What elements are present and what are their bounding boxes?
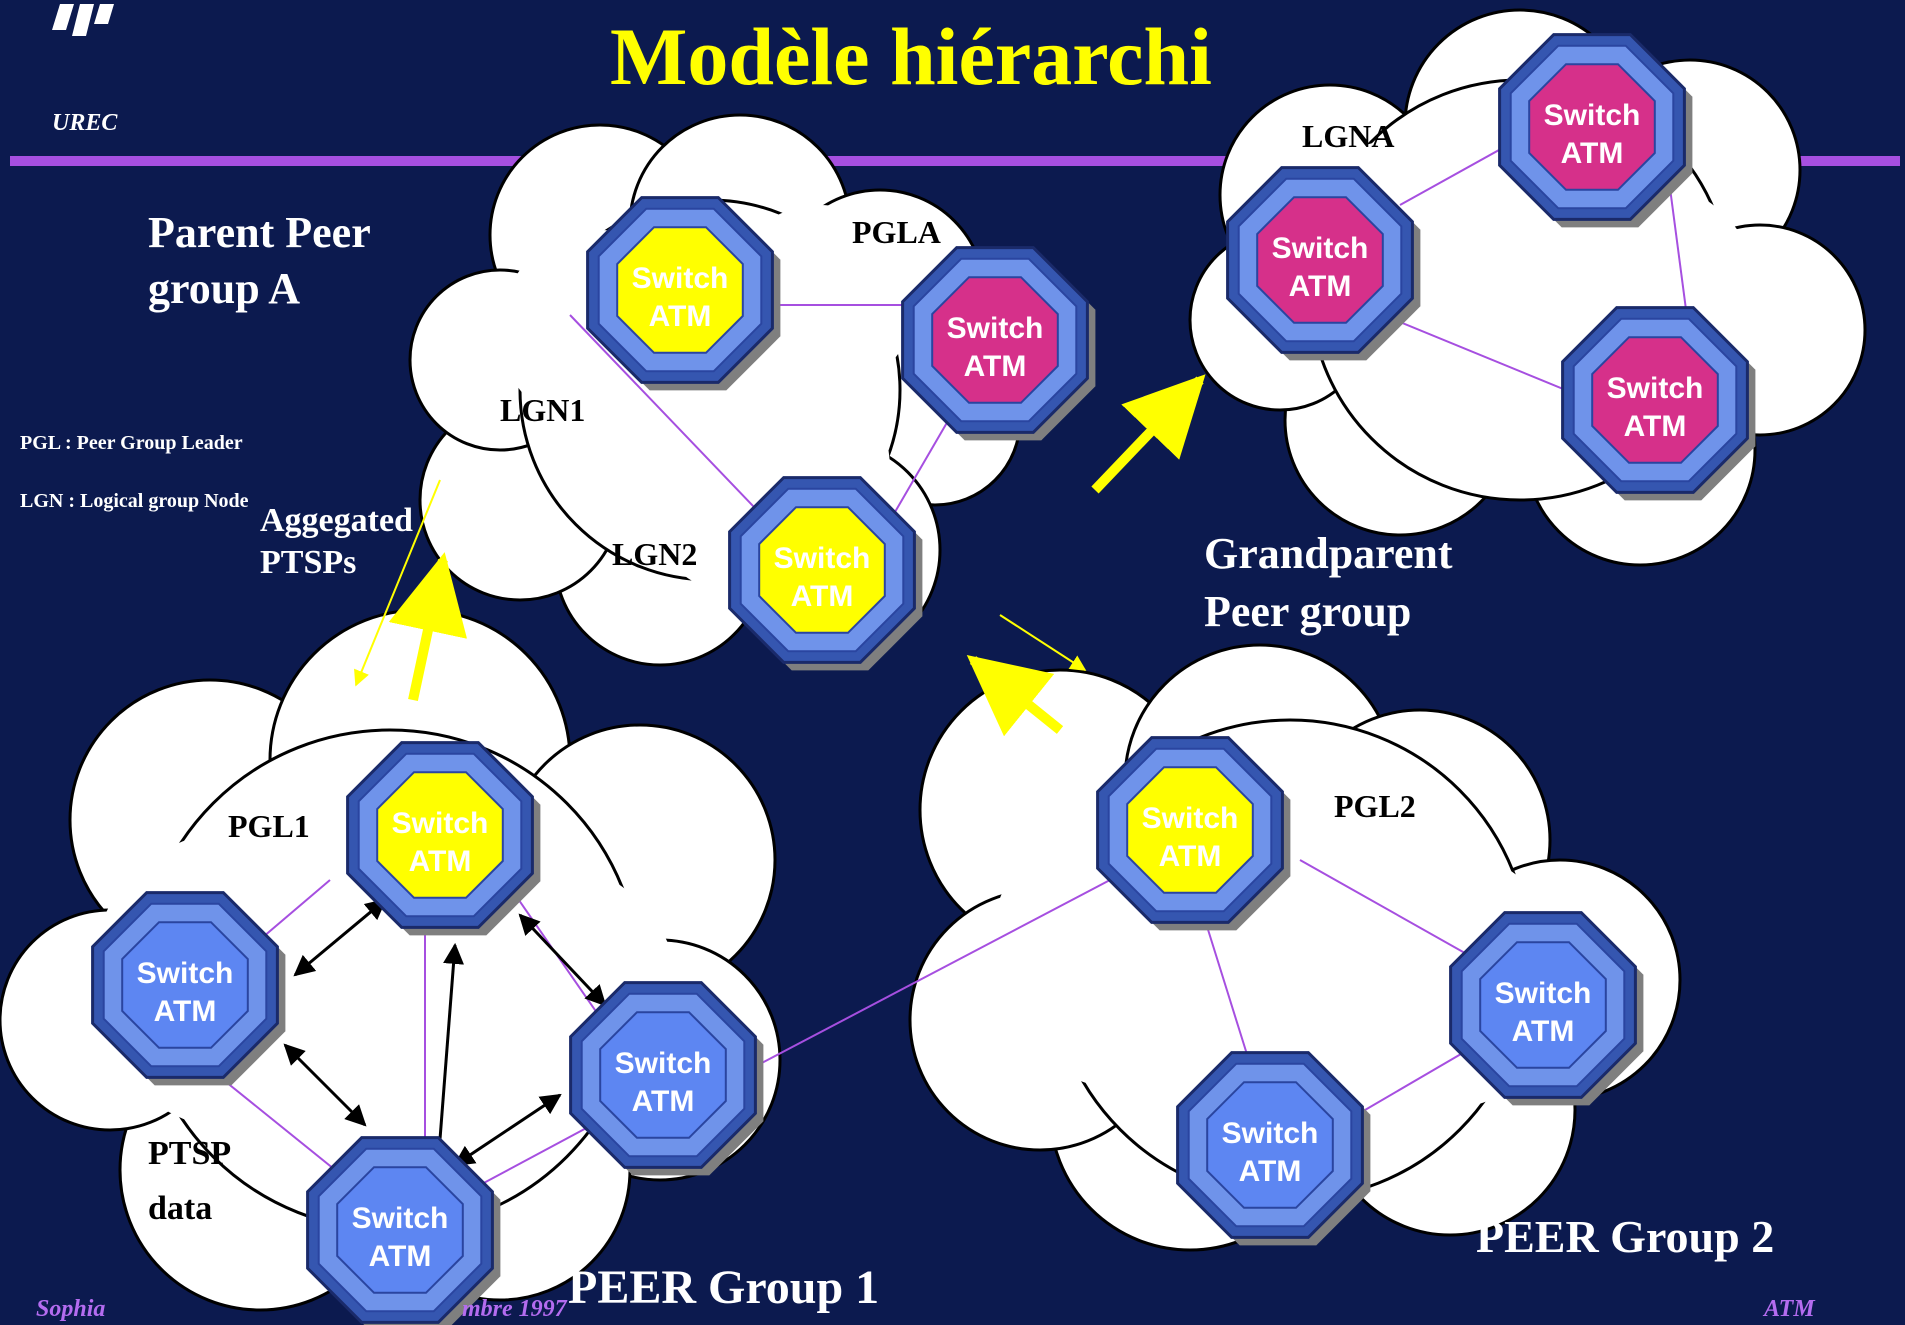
- switch-face: [1256, 196, 1384, 324]
- lgna-label: LGNA: [1302, 118, 1395, 154]
- switch-label: Switch: [632, 262, 729, 295]
- atm-label: ATM: [369, 1240, 432, 1273]
- atm-label: ATM: [964, 350, 1027, 383]
- atm-label: ATM: [632, 1085, 695, 1118]
- legend-lgn: LGN : Logical group Node: [20, 490, 249, 512]
- switch-face: [758, 506, 886, 634]
- aggregation-arrows: [354, 374, 1206, 737]
- lgn2-label: LGN2: [612, 536, 698, 572]
- switch-label: Switch: [137, 957, 234, 990]
- switch-face: [1126, 766, 1254, 894]
- footer-right: ATM: [1764, 1296, 1815, 1322]
- page-title: Modèle hiérarchi: [610, 11, 1212, 102]
- aggregated-ptsps-label: Aggegated PTSPs: [260, 502, 413, 581]
- switch-label: Switch: [1272, 232, 1369, 265]
- switch-face: [376, 771, 504, 899]
- switch-face: [1591, 336, 1719, 464]
- switch-label: Switch: [352, 1202, 449, 1235]
- legend: PGL : Peer Group Leader LGN : Logical gr…: [20, 400, 249, 545]
- switch-face: [599, 1011, 727, 1139]
- pgl1-label: PGL1: [228, 808, 310, 844]
- switch-face: [931, 276, 1059, 404]
- atm-label: ATM: [649, 300, 712, 333]
- footer-date: mbre 1997: [462, 1296, 567, 1322]
- atm-label: ATM: [791, 580, 854, 613]
- legend-pgl: PGL : Peer Group Leader: [20, 432, 243, 454]
- org-label: UREC: [52, 110, 118, 136]
- lgn1-label: LGN1: [500, 392, 586, 428]
- atm-label: ATM: [1512, 1015, 1575, 1048]
- atm-label: ATM: [154, 995, 217, 1028]
- switch-label: Switch: [1142, 802, 1239, 835]
- header-divider: [10, 156, 1900, 166]
- switch-label: Switch: [947, 312, 1044, 345]
- switch-face: [1479, 941, 1607, 1069]
- pgla-label: PGLA: [852, 214, 941, 250]
- peer-group-2-label: PEER Group 2: [1476, 1211, 1775, 1262]
- urec-logo: [52, 4, 114, 36]
- atm-label: ATM: [409, 845, 472, 878]
- parent-peer-group-label: Parent Peer group A: [148, 208, 371, 313]
- switch-label: Switch: [1544, 99, 1641, 132]
- switch-face: [1528, 63, 1656, 191]
- pgl2-label: PGL2: [1334, 788, 1416, 824]
- switch-label: Switch: [1222, 1117, 1319, 1150]
- atm-label: ATM: [1159, 840, 1222, 873]
- grandparent-peer-group-label: Grandparent Peer group: [1204, 529, 1453, 636]
- ptsp-data-label: PTSP data: [148, 1135, 232, 1227]
- switch-label: Switch: [1495, 977, 1592, 1010]
- switch-label: Switch: [774, 542, 871, 575]
- switch-face: [121, 921, 249, 1049]
- atm-label: ATM: [1624, 410, 1687, 443]
- atm-label: ATM: [1239, 1155, 1302, 1188]
- switch-face: [336, 1166, 464, 1294]
- peer-group-1-label: PEER Group 1: [568, 1261, 880, 1314]
- atm-label: ATM: [1289, 270, 1352, 303]
- switch-label: Switch: [392, 807, 489, 840]
- atm-label: ATM: [1561, 137, 1624, 170]
- footer-left: Sophia: [36, 1296, 106, 1322]
- ptsp-arrows: [283, 898, 607, 1168]
- switch-face: [616, 226, 744, 354]
- switch-label: Switch: [1607, 372, 1704, 405]
- switch-label: Switch: [615, 1047, 712, 1080]
- switch-face: [1206, 1081, 1334, 1209]
